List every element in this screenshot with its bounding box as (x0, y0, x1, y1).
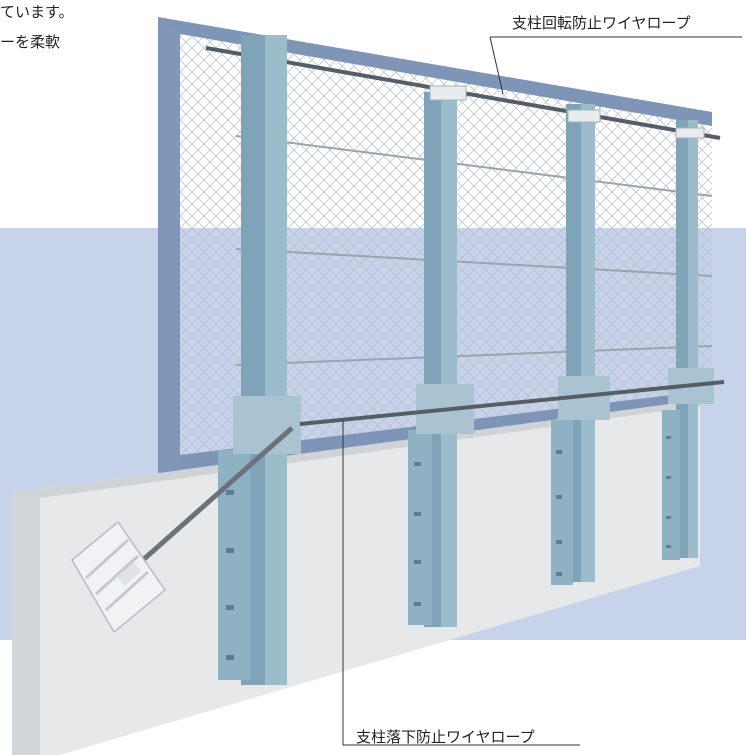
post-2 (408, 92, 474, 627)
rotation-rope-label: 支柱回転防止ワイヤロープ (512, 14, 691, 32)
ground-anchor (71, 520, 167, 634)
intro-text-line-1: ています。 (0, 3, 74, 21)
top-leader-line (489, 36, 504, 95)
fall-prevention-rope (299, 380, 725, 426)
horizontal-wires (235, 135, 713, 366)
top-rope-clamps (429, 85, 705, 139)
intro-text-line-2: ーを柔軟 (0, 33, 61, 51)
bottom-leader-line (342, 420, 580, 746)
concrete-wall (12, 400, 700, 755)
diagonal-stay-rope (124, 426, 294, 577)
post-bolts (226, 436, 671, 660)
post-4 (662, 120, 714, 560)
fall-rope-label: 支柱落下防止ワイヤロープ (356, 728, 535, 746)
post-1 (218, 35, 301, 685)
